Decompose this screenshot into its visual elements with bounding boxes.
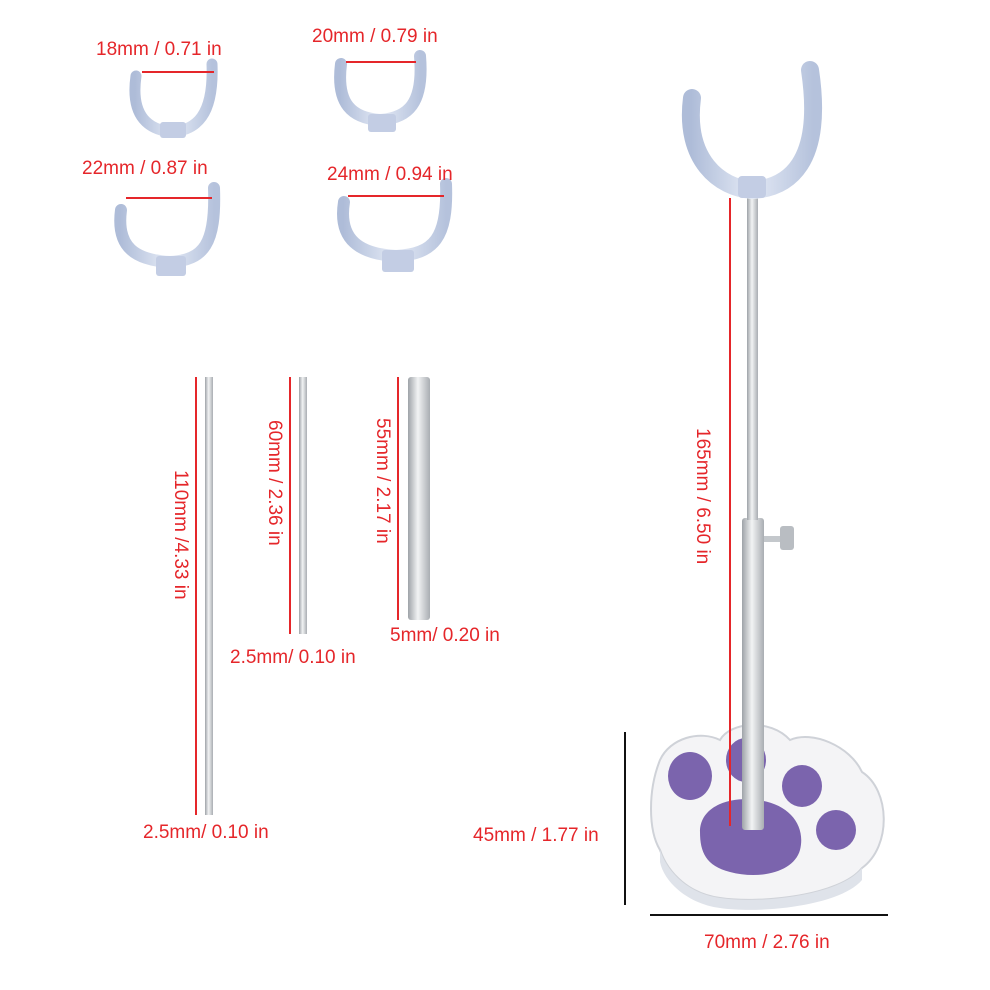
paw-base xyxy=(650,724,885,910)
rod-60-length-label: 60mm / 2.36 in xyxy=(264,420,285,546)
tube-55-diameter-label: 5mm/ 0.20 in xyxy=(390,625,500,646)
clip-20-label: 20mm / 0.79 in xyxy=(312,26,438,47)
clip-22mm xyxy=(114,182,221,276)
tube-55mm xyxy=(397,377,430,620)
rod-110-diameter-label: 2.5mm/ 0.10 in xyxy=(143,822,269,843)
rod-60mm xyxy=(289,377,307,634)
clip-22-label: 22mm / 0.87 in xyxy=(82,158,208,179)
tube-55-length-label: 55mm / 2.17 in xyxy=(372,418,393,544)
base-height-label: 45mm / 1.77 in xyxy=(473,825,599,846)
clip-18-label: 18mm / 0.71 in xyxy=(96,39,222,60)
rod-110-length-label: 110mm /4.33 in xyxy=(170,470,191,600)
clip-24-label: 24mm / 0.94 in xyxy=(327,164,453,185)
stand-height-label: 165mm / 6.50 in xyxy=(692,428,713,565)
clip-24mm xyxy=(337,178,453,272)
clip-20mm xyxy=(334,50,427,132)
assembled-stand xyxy=(650,61,885,910)
clip-18mm xyxy=(129,58,218,138)
rod-110mm xyxy=(195,377,213,815)
rod-60-diameter-label: 2.5mm/ 0.10 in xyxy=(230,647,356,668)
base-width-label: 70mm / 2.76 in xyxy=(704,932,830,953)
